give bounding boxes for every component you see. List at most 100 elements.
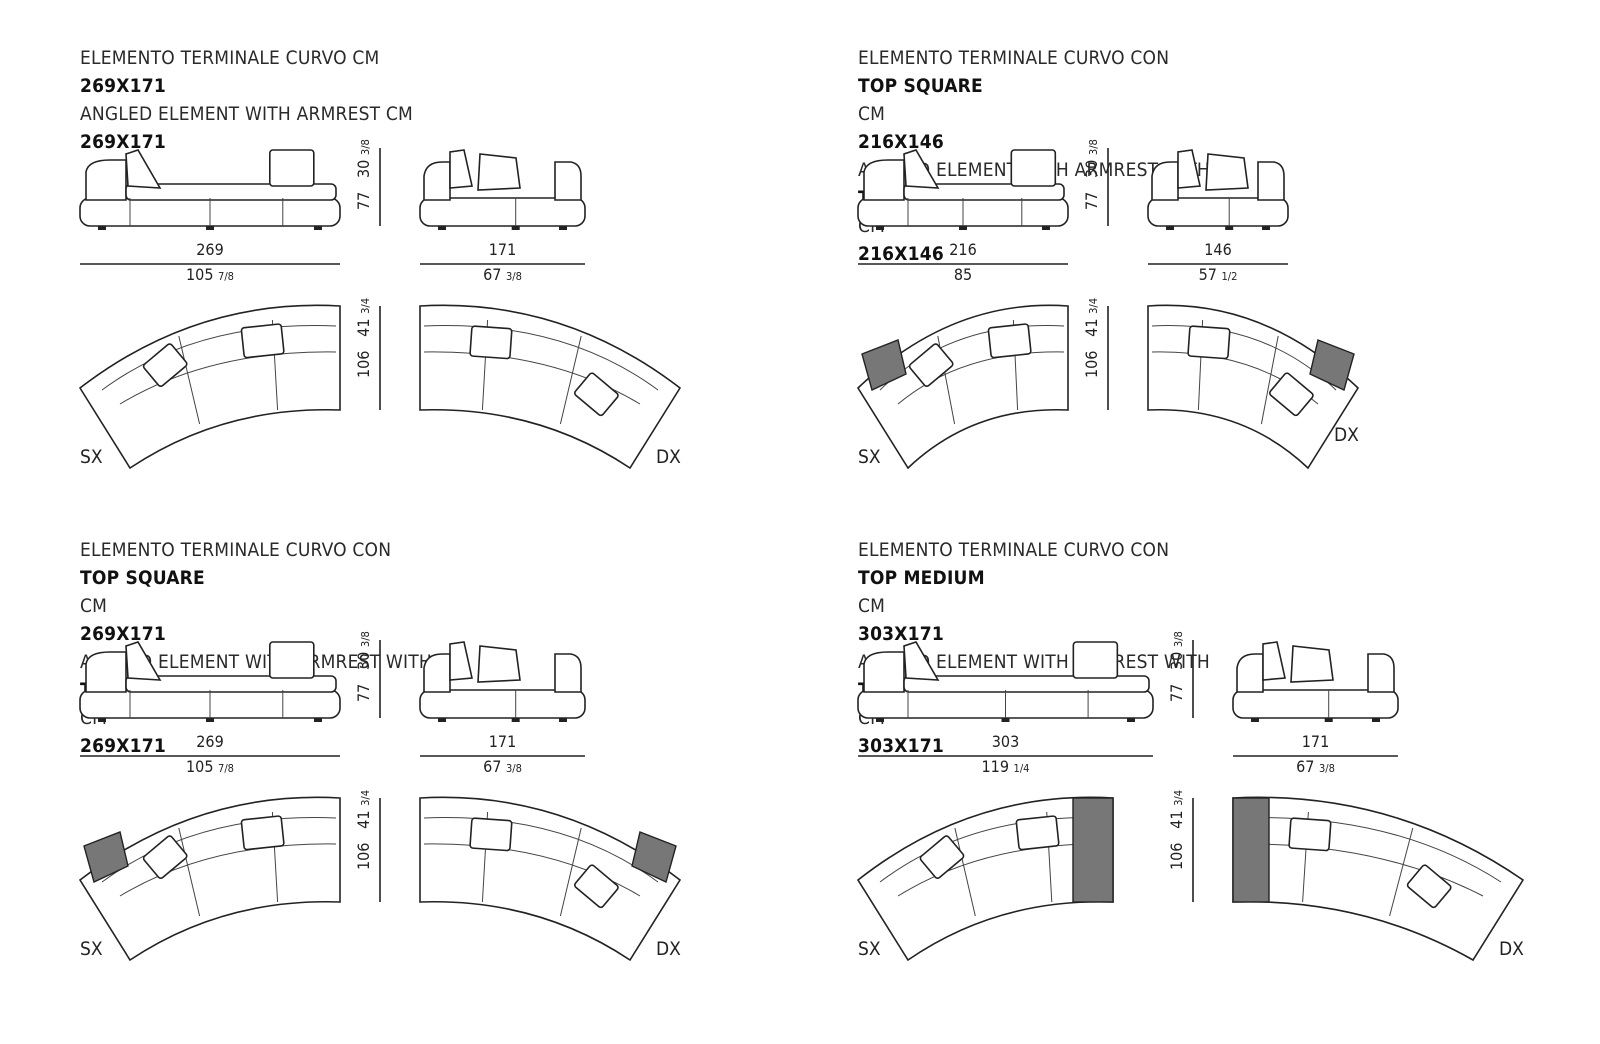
title-size: 216X146: [858, 243, 944, 265]
title-italian: ELEMENTO TERMINALE CURVO CON TOP SQUARE …: [80, 536, 432, 648]
plan-dimension: 106 41 3/4: [354, 790, 373, 870]
title-text: ANGLED ELEMENT WITH ARMREST WITH: [80, 651, 432, 673]
plan-dimension-inches: 41: [1167, 810, 1186, 829]
title-top-name: TOP MEDIUM: [858, 567, 985, 589]
plan-view: [78, 304, 682, 470]
title-text: ELEMENTO TERMINALE CURVO CON: [80, 539, 392, 561]
right-version-label: DX: [1499, 938, 1524, 960]
sofa-drawing: [78, 148, 682, 470]
inch-fraction: 3/8: [505, 762, 522, 775]
depth-dimension-cm: 171: [488, 240, 517, 259]
depth-dimension-cm: 171: [1301, 732, 1330, 751]
width-dimension-inches: 119 1/4: [966, 757, 1046, 776]
depth-dimension-inches: 57 1/2: [1178, 265, 1258, 284]
height-dimension: 77 30 3/8: [354, 631, 373, 702]
width-dimension-cm: 303: [991, 732, 1020, 751]
side-view: [419, 149, 586, 230]
plan-dimension-inches: 41: [354, 318, 373, 337]
right-version-label: DX: [656, 938, 681, 960]
title-italian: ELEMENTO TERMINALE CURVO CM 269X171: [80, 44, 413, 100]
height-dimension-fraction: 3/8: [1172, 631, 1185, 648]
depth-dimension-cm: 171: [488, 732, 517, 751]
title-text: CM: [858, 103, 886, 125]
left-version-label: SX: [80, 938, 103, 960]
plan-right-curved: [1147, 304, 1360, 470]
plan-left-top-medium: [1072, 797, 1114, 903]
height-dimension-cm: 77: [1082, 191, 1101, 210]
title-size: 303X171: [858, 735, 944, 757]
plan-dimension-fraction: 3/4: [359, 297, 372, 314]
inch-whole: 105: [186, 757, 214, 776]
plan-right-top-medium: [1232, 797, 1270, 903]
plan-right-curved: [419, 796, 682, 962]
plan-dimension-fraction: 3/4: [1087, 297, 1100, 314]
side-view: [1147, 149, 1289, 230]
width-dimension-cm: 269: [196, 240, 224, 259]
plan-dimension: 106 41 3/4: [354, 298, 373, 378]
plan-right-curved: [419, 304, 682, 470]
title-size: 269X171: [80, 131, 166, 153]
height-dimension-inches: 30: [354, 651, 373, 670]
plan-dimension-inches: 41: [1082, 318, 1101, 337]
plan-view: [856, 304, 1360, 470]
height-dimension: 77 30 3/8: [354, 139, 373, 210]
height-dimension-fraction: 3/8: [359, 631, 372, 648]
front-view: [857, 149, 1069, 230]
side-view: [1232, 641, 1399, 722]
height-dimension-fraction: 3/8: [359, 139, 372, 156]
inch-fraction: 7/8: [218, 270, 234, 283]
title-text: ELEMENTO TERMINALE CURVO CON: [858, 539, 1170, 561]
plan-dimension-cm: 106: [1167, 842, 1186, 870]
width-dimension: 303 119 1/4: [966, 732, 1046, 776]
width-dimension-cm: 216: [949, 240, 977, 259]
title-text: ELEMENTO TERMINALE CURVO CM: [80, 47, 380, 69]
inch-whole: 105: [186, 265, 214, 284]
title-size: 269X171: [80, 75, 166, 97]
sofa-drawing: [856, 148, 1360, 470]
height-dimension-cm: 77: [354, 683, 373, 702]
inch-whole: 67: [483, 757, 502, 776]
front-view: [79, 641, 341, 722]
width-dimension: 269 105 7/8: [170, 240, 250, 284]
height-dimension: 77 30 3/8: [1167, 631, 1186, 702]
depth-dimension-inches: 67 3/8: [463, 757, 543, 776]
inch-whole: 57: [1198, 265, 1217, 284]
plan-left-top-square: [83, 831, 129, 883]
height-dimension-inches: 30: [1082, 159, 1101, 178]
height-dimension-fraction: 3/8: [1087, 139, 1100, 156]
left-version-label: SX: [80, 446, 103, 468]
title-text: ANGLED ELEMENT WITH ARMREST CM: [80, 103, 414, 125]
plan-dimension-inches: 41: [354, 810, 373, 829]
title-text: ANGLED ELEMENT WITH ARMREST WITH: [858, 651, 1210, 673]
height-dimension: 77 30 3/8: [1082, 139, 1101, 210]
plan-dimension-cm: 106: [354, 350, 373, 378]
plan-right-curved: [1232, 796, 1525, 962]
title-size: 269X171: [80, 735, 166, 757]
left-version-label: SX: [858, 938, 881, 960]
title-italian: ELEMENTO TERMINALE CURVO CON TOP SQUARE …: [858, 44, 1210, 156]
title-top-name: TOP SQUARE: [858, 75, 983, 97]
width-dimension-inches: 105 7/8: [170, 757, 250, 776]
inch-fraction: 3/8: [505, 270, 522, 283]
width-dimension-cm: 269: [196, 732, 224, 751]
width-dimension: 269 105 7/8: [170, 732, 250, 776]
panel-curved-top-medium-303x171: ELEMENTO TERMINALE CURVO CON TOP MEDIUM …: [856, 536, 1600, 1006]
plan-right-top-square: [1309, 339, 1355, 391]
title-text: CM: [80, 595, 108, 617]
height-dimension-cm: 77: [1167, 683, 1186, 702]
plan-dimension-fraction: 3/4: [1172, 789, 1185, 806]
plan-view: [856, 796, 1525, 962]
plan-dimension-fraction: 3/4: [359, 789, 372, 806]
inch-whole: 119: [981, 757, 1009, 776]
plan-left-curved: [78, 796, 341, 962]
depth-dimension-inches: 67 3/8: [1276, 757, 1356, 776]
plan-right-top-square: [631, 831, 677, 883]
right-version-label: DX: [1334, 424, 1359, 446]
panel-curved-top-square-216x146: ELEMENTO TERMINALE CURVO CON TOP SQUARE …: [856, 44, 1600, 514]
depth-dimension: 171 67 3/8: [463, 732, 543, 776]
plan-left-top-square: [861, 339, 907, 391]
